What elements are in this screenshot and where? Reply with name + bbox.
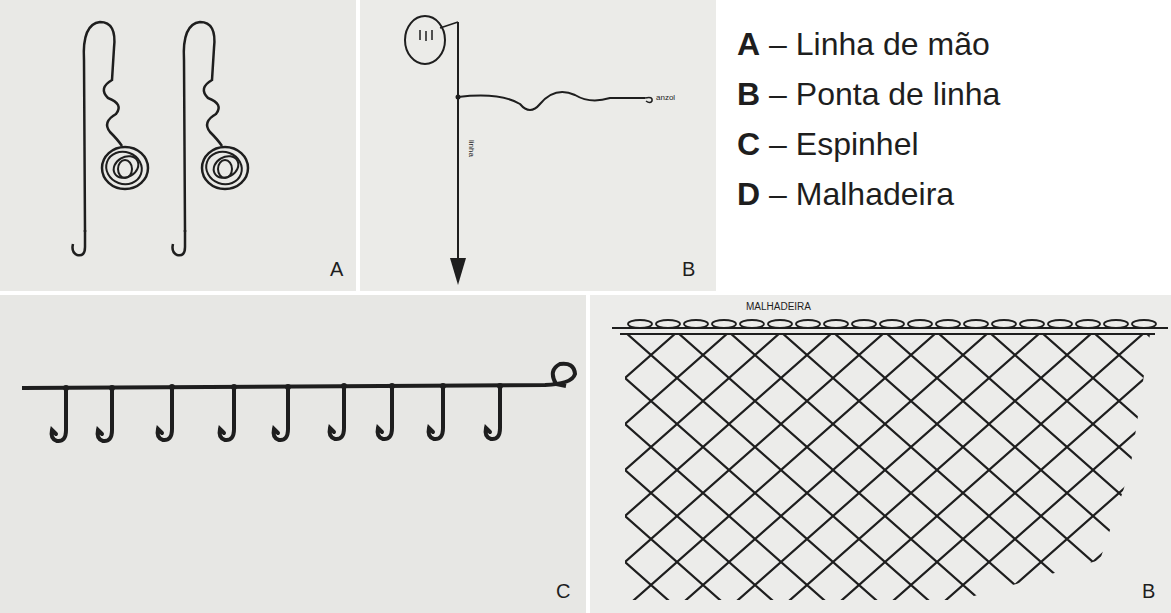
panel-letter: A <box>330 258 343 281</box>
legend-text: – Espinhel <box>769 126 918 163</box>
legend-letter: A <box>737 26 760 63</box>
panel-letter: B <box>682 258 695 281</box>
panel-letter: B <box>1142 580 1155 603</box>
line-label: linha <box>467 140 476 157</box>
legend-text: – Malhadeira <box>769 176 954 213</box>
hook-label: anzol <box>656 93 675 102</box>
legend-text: – Linha de mão <box>769 26 990 63</box>
gear-title: MALHADEIRA <box>746 301 811 313</box>
legend-text: – Ponta de linha <box>769 76 1000 113</box>
legend-letter: C <box>737 126 760 163</box>
legend-letter: D <box>737 176 760 213</box>
legend-letter: B <box>737 76 760 113</box>
panel-letter: C <box>556 580 570 603</box>
